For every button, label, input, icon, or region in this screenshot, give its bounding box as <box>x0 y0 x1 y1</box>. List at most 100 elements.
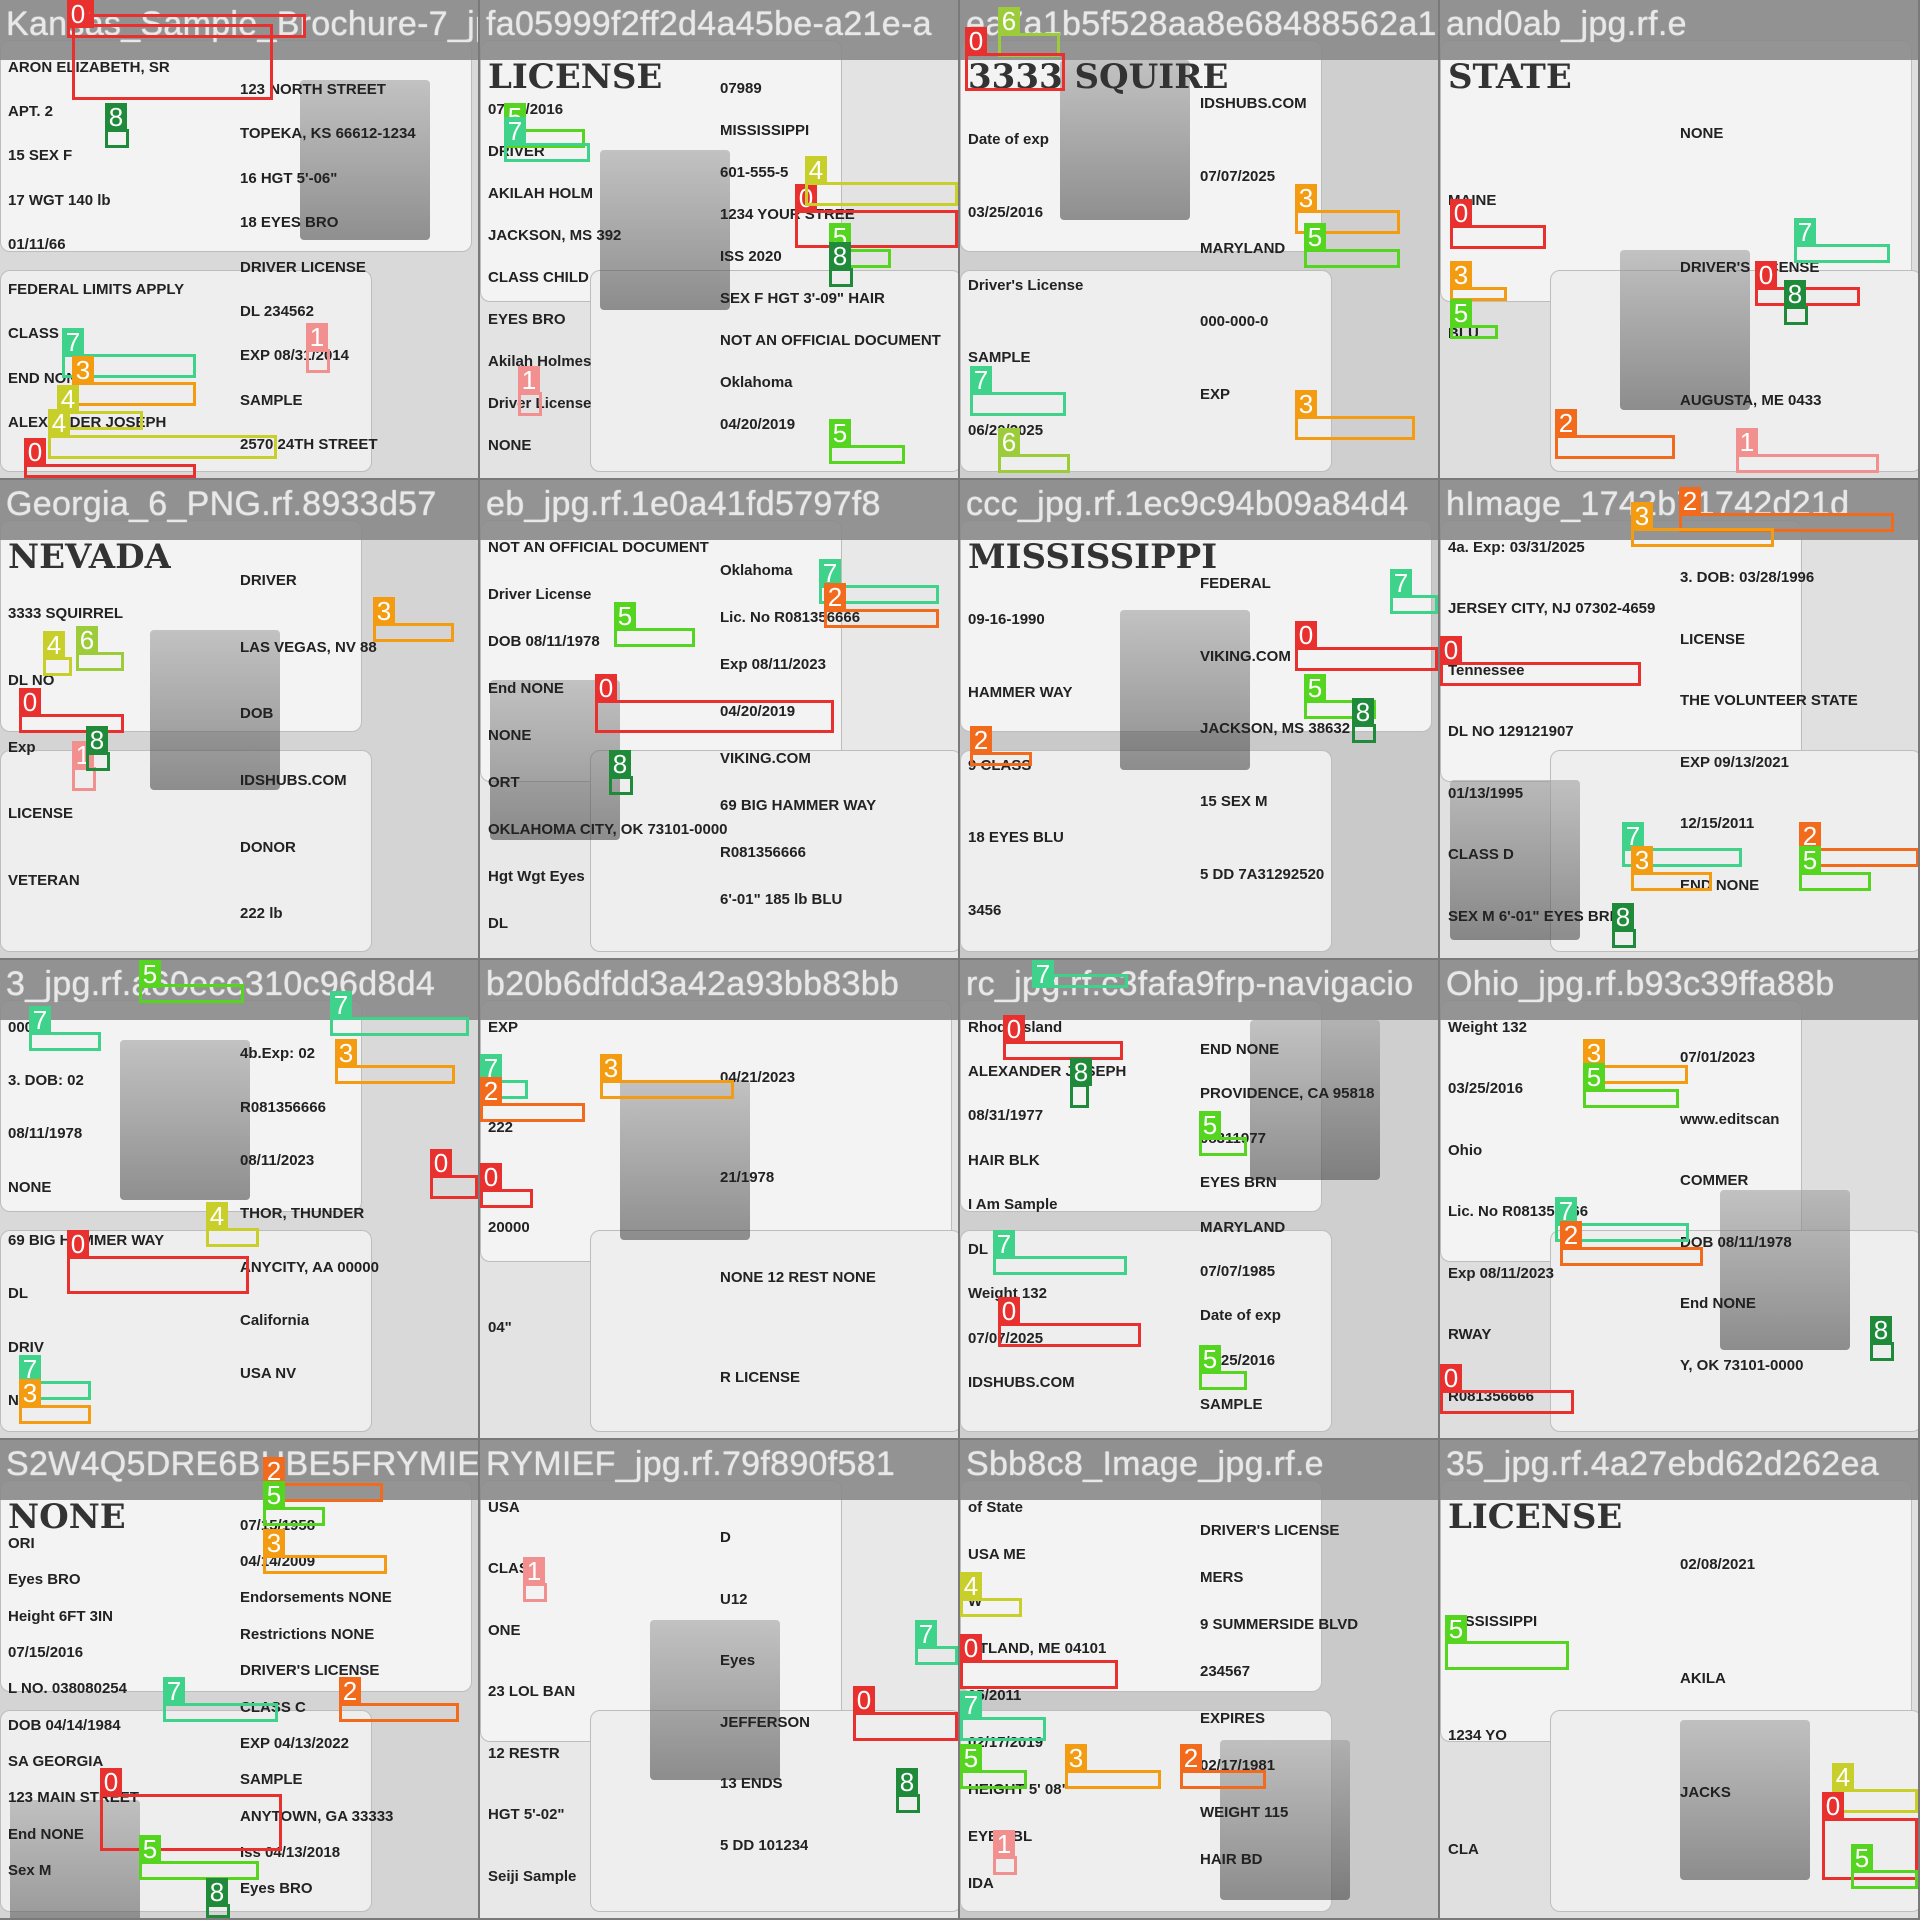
card-text: JERSEY CITY, NJ 07302-4659 <box>1448 601 1656 616</box>
box-class-label: 0 <box>67 0 89 28</box>
portrait-photo <box>120 1040 250 1200</box>
card-text: CLA <box>1448 1842 1479 1857</box>
card-text: R LICENSE <box>720 1370 801 1385</box>
portrait-photo <box>1120 610 1250 770</box>
card-text: Eyes BRO <box>240 1881 313 1896</box>
card-text: 18 EYES BLU <box>968 830 1064 845</box>
card-text: 20000 <box>488 1220 530 1235</box>
card-text: D <box>720 1530 731 1545</box>
card-text: HGT 5'-02" <box>488 1807 565 1822</box>
card-text: RWAY <box>1448 1327 1492 1342</box>
card-text: 5 DD 7A31292520 <box>1200 867 1325 882</box>
card-text: Eyes BRO <box>8 1572 81 1587</box>
card-text: Ohio <box>1448 1143 1483 1158</box>
card-text: MISSISSIPPI <box>968 540 1218 574</box>
card-text: NOT AN OFFICIAL DOCUMENT <box>720 333 941 348</box>
card-text: WEIGHT 115 <box>1200 1805 1289 1820</box>
title-band <box>480 960 958 1020</box>
bounding-box <box>1622 848 1742 867</box>
tile-filename: RYMIEF_jpg.rf.79f890f581 <box>486 1445 896 1483</box>
card-text: IDSHUBS.COM <box>1200 96 1307 111</box>
card-text: SAMPLE <box>1200 1397 1263 1412</box>
bounding-box <box>330 1017 469 1036</box>
bounding-box <box>1295 647 1438 671</box>
card-text: Tennessee <box>1448 663 1525 678</box>
bounding-box <box>504 143 590 162</box>
box-class-label: 0 <box>480 1163 502 1191</box>
bounding-box <box>1450 287 1507 301</box>
bounding-box <box>373 623 454 642</box>
bounding-box <box>339 1703 459 1722</box>
box-class-label: 7 <box>1555 1197 1577 1225</box>
card-text: ARON ELIZABETH, SR <box>8 60 170 75</box>
bounding-box <box>1679 513 1894 532</box>
card-text: DRIV <box>8 1340 44 1355</box>
box-class-label: 7 <box>504 117 526 145</box>
title-band <box>480 480 958 540</box>
box-class-label: 4 <box>960 1572 982 1600</box>
card-text: 13 ENDS <box>720 1776 783 1791</box>
bounding-box <box>1755 287 1860 306</box>
card-text: Eyes <box>720 1653 756 1668</box>
portrait-photo <box>600 150 730 310</box>
portrait-photo <box>650 1620 780 1780</box>
card-text: NEVADA <box>8 540 171 574</box>
card-text: 01/11/66 <box>8 237 66 252</box>
bounding-box <box>795 210 958 248</box>
card-text: EXP 04/13/2022 <box>240 1736 349 1751</box>
card-text: California <box>240 1313 310 1328</box>
box-class-label: 7 <box>62 328 84 356</box>
card-text: 08/31/1977 <box>968 1108 1044 1123</box>
box-class-label: 5 <box>1851 1844 1873 1872</box>
card-text: USA NV <box>240 1366 297 1381</box>
license-card <box>960 750 1332 952</box>
box-class-label: 4 <box>43 631 65 659</box>
card-text: NOT AN OFFICIAL DOCUMENT <box>488 540 709 555</box>
card-text: MARYLAND <box>1200 1220 1286 1235</box>
bounding-box <box>263 1507 325 1526</box>
card-text: ANYCITY, AA 00000 <box>240 1260 379 1275</box>
card-text: SAMPLE <box>968 350 1031 365</box>
card-text: 3. DOB: 03/28/1996 <box>1680 570 1815 585</box>
box-class-label: 2 <box>339 1677 361 1705</box>
card-text: 23 LOL BAN <box>488 1684 576 1699</box>
box-class-label: 0 <box>100 1768 122 1796</box>
portrait-photo <box>1720 1190 1850 1350</box>
card-text: I Am Sample <box>968 1197 1058 1212</box>
card-text: DL <box>8 1286 28 1301</box>
bounding-box <box>263 1555 387 1574</box>
box-class-label: 5 <box>1199 1345 1221 1373</box>
card-text: www.editscan <box>1680 1112 1780 1127</box>
card-text: Restrictions NONE <box>240 1627 375 1642</box>
card-text: 1234 YO <box>1448 1728 1507 1743</box>
card-text: Driver's License <box>968 278 1084 293</box>
bounding-box <box>853 1712 958 1741</box>
card-text: HAIR BLK <box>968 1153 1040 1168</box>
box-class-label: 0 <box>998 1297 1020 1325</box>
card-text: 4b.Exp: 02 <box>240 1046 316 1061</box>
card-text: Y, OK 73101-0000 <box>1680 1358 1804 1373</box>
card-text: MISSISSIPPI <box>720 123 810 138</box>
box-class-label: 7 <box>970 366 992 394</box>
card-text: APT. 2 <box>8 104 54 119</box>
box-class-label: 2 <box>970 726 992 754</box>
card-text: END NONE <box>8 371 88 386</box>
box-class-label: 0 <box>595 674 617 702</box>
box-class-label: 2 <box>263 1457 285 1485</box>
bounding-box <box>1390 595 1438 614</box>
card-text: IDSHUBS.COM <box>240 773 347 788</box>
box-class-label: 3 <box>1450 261 1472 289</box>
box-class-label: 3 <box>263 1529 285 1557</box>
card-text: SAMPLE <box>240 393 303 408</box>
card-text: NONE 12 REST NONE <box>720 1270 876 1285</box>
card-text: U12 <box>720 1592 748 1607</box>
box-class-label: 4 <box>805 156 827 184</box>
box-class-label: 8 <box>1070 1058 1092 1086</box>
card-text: HAIR BD <box>1200 1852 1263 1867</box>
box-class-label: 7 <box>1032 960 1054 988</box>
card-text: 04/21/2023 <box>720 1070 796 1085</box>
box-class-label: 3 <box>1583 1039 1605 1067</box>
